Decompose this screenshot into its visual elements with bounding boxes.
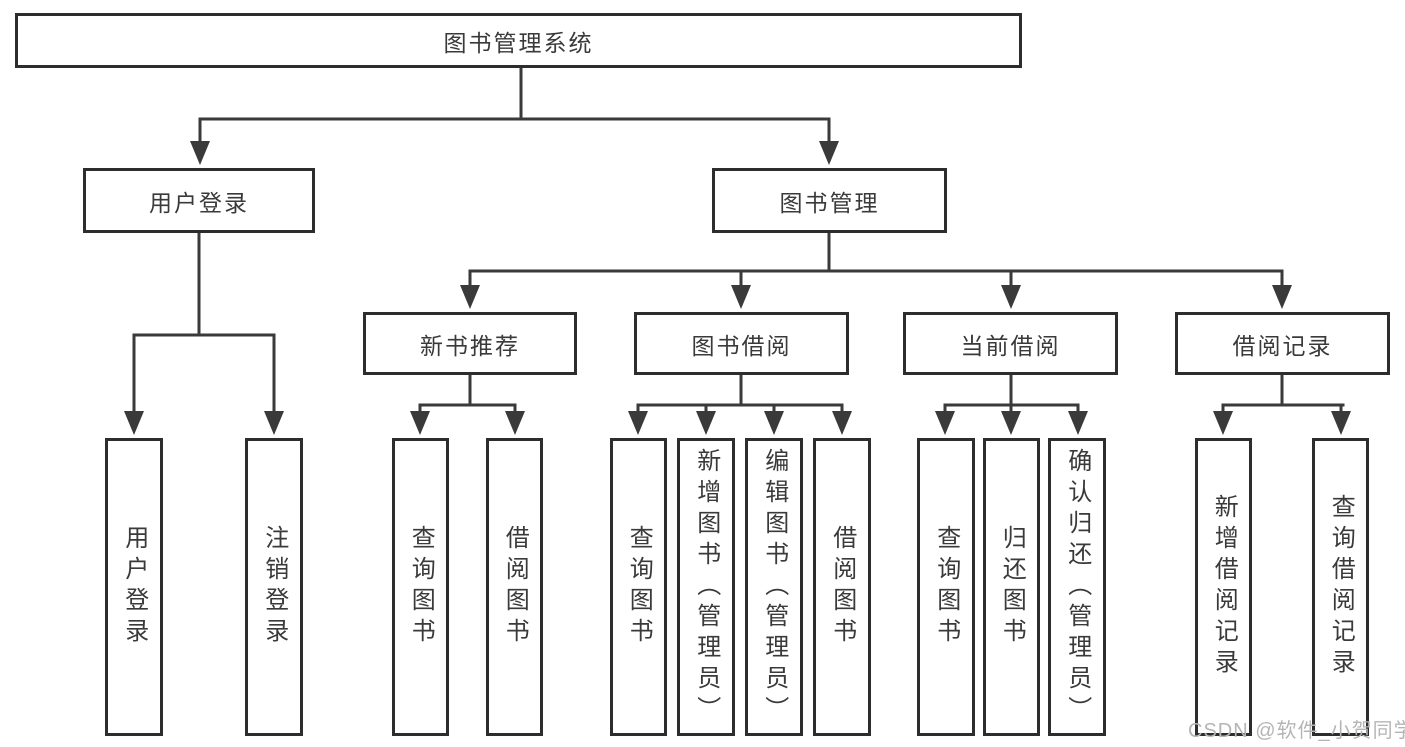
node-label: 当前借阅 bbox=[960, 332, 1061, 359]
node-bb-edit-books-admin: 编辑图书（管理员） bbox=[745, 438, 803, 736]
node-bb-add-books-admin: 新增图书（管理员） bbox=[677, 438, 735, 736]
node-book-borrowing: 图书借阅 bbox=[634, 312, 849, 375]
node-label: 确认归还（管理员） bbox=[1063, 447, 1091, 727]
node-label: 注销登录 bbox=[260, 525, 288, 649]
node-borrowing-records: 借阅记录 bbox=[1175, 312, 1390, 375]
node-br-add-record: 新增借阅记录 bbox=[1195, 438, 1252, 736]
node-book-management: 图书管理 bbox=[712, 168, 947, 233]
node-label: 查询图书 bbox=[625, 525, 653, 649]
node-user-login-module: 用户登录 bbox=[83, 168, 315, 233]
node-bb-borrow-books: 借阅图书 bbox=[813, 438, 871, 736]
node-label: 图书管理 bbox=[779, 189, 880, 216]
node-label: 借阅图书 bbox=[501, 525, 529, 649]
node-user-login: 用户登录 bbox=[105, 438, 163, 736]
node-label: 编辑图书（管理员） bbox=[760, 447, 788, 727]
node-nbr-borrow-books: 借阅图书 bbox=[486, 438, 543, 736]
node-label: 借阅记录 bbox=[1232, 332, 1333, 359]
node-label: 新增借阅记录 bbox=[1210, 494, 1238, 680]
node-label: 新增图书（管理员） bbox=[692, 447, 720, 727]
node-label: 查询图书 bbox=[407, 525, 435, 649]
node-current-borrowing: 当前借阅 bbox=[903, 312, 1118, 375]
node-cb-return-books: 归还图书 bbox=[983, 438, 1040, 736]
node-root: 图书管理系统 bbox=[15, 13, 1022, 68]
node-label: 借阅图书 bbox=[828, 525, 856, 649]
node-new-book-recommend: 新书推荐 bbox=[363, 312, 577, 375]
node-nbr-query-books: 查询图书 bbox=[392, 438, 449, 736]
watermark: CSDN @软件_小贺同学 bbox=[1188, 720, 1405, 742]
node-label: 用户登录 bbox=[149, 189, 249, 216]
node-label: 新书推荐 bbox=[420, 332, 520, 359]
node-label: 查询借阅记录 bbox=[1327, 494, 1355, 680]
node-bb-query-books: 查询图书 bbox=[610, 438, 667, 736]
node-label: 图书管理系统 bbox=[443, 29, 594, 56]
node-br-query-record: 查询借阅记录 bbox=[1312, 438, 1369, 736]
node-cb-query-books: 查询图书 bbox=[917, 438, 975, 736]
node-cb-confirm-return-admin: 确认归还（管理员） bbox=[1048, 438, 1106, 736]
node-label: 查询图书 bbox=[932, 525, 960, 649]
node-logout: 注销登录 bbox=[245, 438, 303, 736]
node-label: 图书借阅 bbox=[691, 332, 792, 359]
node-label: 用户登录 bbox=[120, 525, 148, 649]
node-label: 归还图书 bbox=[998, 525, 1026, 649]
